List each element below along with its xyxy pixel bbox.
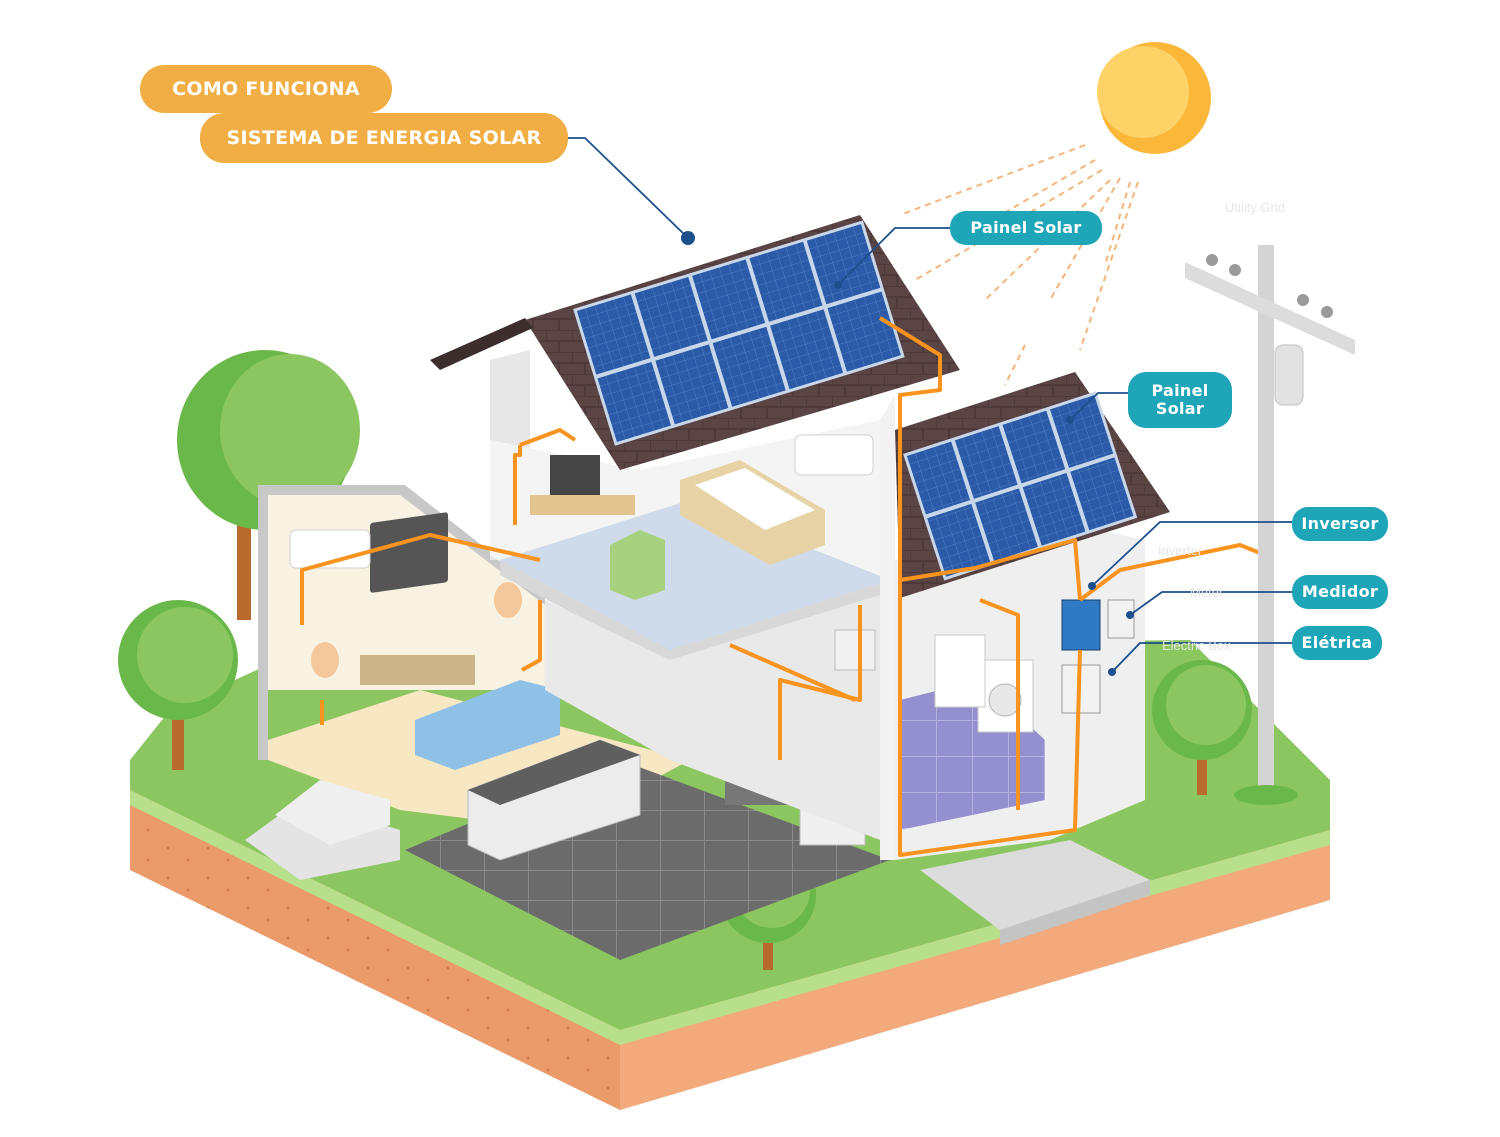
sun-highlight <box>1097 46 1189 138</box>
air-conditioner-bedroom <box>794 434 874 476</box>
insulator-4 <box>1321 306 1333 318</box>
tree-right <box>1152 660 1252 795</box>
upper-floor <box>500 500 890 650</box>
pole-base <box>1234 785 1298 805</box>
computer-monitor <box>550 455 600 495</box>
pole-shaft <box>1258 245 1274 795</box>
label-painel-solar-main: Painel Solar <box>950 211 1102 245</box>
sidewalk <box>920 840 1150 930</box>
label-medidor: Medidor <box>1292 575 1388 609</box>
tv <box>370 512 448 593</box>
front-stairs <box>245 780 400 880</box>
tv-cabinet <box>360 655 475 685</box>
leader-dots <box>681 231 1134 676</box>
dryer <box>934 634 986 708</box>
meter-device <box>1107 599 1135 639</box>
kitchen-counter-top <box>468 740 640 805</box>
bed-sheet <box>695 468 815 530</box>
lamp-right <box>494 582 522 618</box>
living-room <box>258 485 690 830</box>
main-solar-array <box>573 220 905 446</box>
grass-edge <box>130 790 1330 1045</box>
leader-lines <box>560 137 1292 673</box>
faint-label-utility-grid: Utility Grid <box>1225 200 1285 215</box>
main-house <box>430 215 960 860</box>
faint-label-inverter: Inverter <box>1158 543 1203 558</box>
inverter-device <box>1061 599 1101 651</box>
label-painel-solar-annex-line1: Painel <box>1151 381 1209 401</box>
roof-eave <box>430 318 533 370</box>
faint-label-electric-box: Electric Box <box>1162 638 1231 653</box>
washer-door <box>988 683 1022 717</box>
desk <box>530 495 635 515</box>
right-wall <box>880 395 895 860</box>
tree-left-small <box>118 600 238 770</box>
title-sistema-energia-solar: SISTEMA DE ENERGIA SOLAR <box>200 113 568 163</box>
label-eletrica: Elétrica <box>1292 626 1382 660</box>
ground-interior-wall <box>545 595 880 840</box>
insulator-2 <box>1229 264 1241 276</box>
upper-floor-slab <box>500 560 890 665</box>
sofa <box>415 680 560 770</box>
label-painel-solar-annex-line2: Solar <box>1155 399 1205 418</box>
faint-label-meter: Meter <box>1190 585 1224 600</box>
wall-switch-box <box>834 629 876 671</box>
chair <box>610 530 665 600</box>
utility-pole <box>1185 245 1355 805</box>
label-inversor: Inversor <box>1292 507 1388 541</box>
title-como-funciona: COMO FUNCIONA <box>140 65 392 113</box>
label-painel-solar-annex: Painel Solar <box>1128 372 1232 428</box>
crossarm <box>1185 262 1355 355</box>
insulator-3 <box>1297 294 1309 306</box>
sidewalk-front <box>1000 880 1150 945</box>
sun <box>1097 42 1211 154</box>
insulator-1 <box>1206 254 1218 266</box>
transformer <box>1274 344 1304 406</box>
lamp-left <box>311 642 339 678</box>
